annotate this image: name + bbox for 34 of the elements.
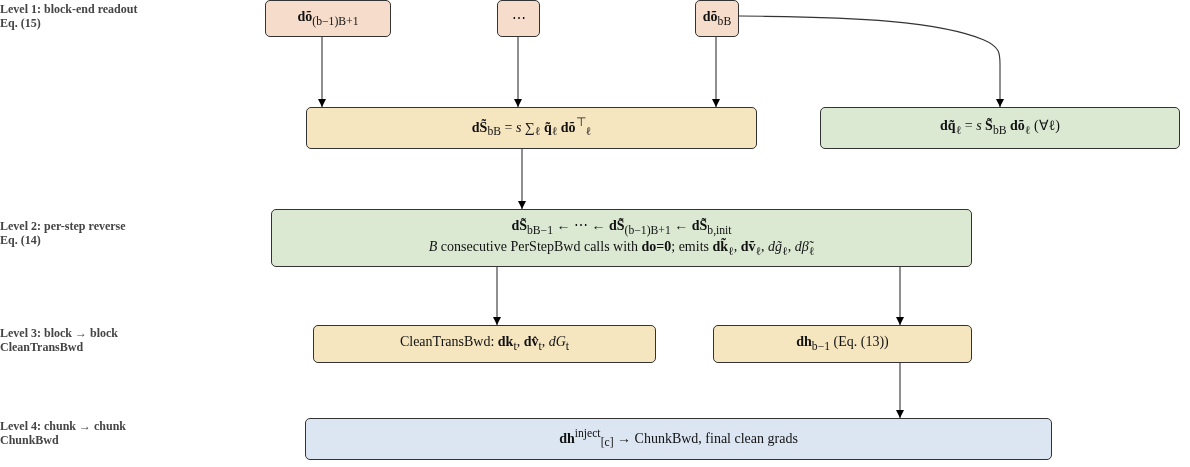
arrow — [738, 15, 1004, 108]
arrow — [318, 36, 326, 108]
box-text: CleanTransBwd: dk$_{t}$, dv̂$_{t}$, dG$_{t}$ — [399, 333, 570, 355]
process-box — [271, 209, 972, 267]
box-text: dõ$_{bB}$ — [702, 7, 732, 30]
level-label: ChunkBwd — [0, 433, 59, 448]
box-text: dh$_{b−1}$ (Eq. (13)) — [796, 333, 889, 355]
arrow — [896, 362, 904, 419]
box-text: dõ$_{(b−1)B+1}$ — [297, 7, 359, 30]
process-box — [305, 418, 1052, 460]
arrow — [896, 266, 904, 326]
box-text: ⋯ — [511, 9, 526, 28]
arrow — [712, 36, 720, 108]
level-label: CleanTransBwd — [0, 340, 84, 355]
arrow — [514, 36, 522, 108]
level-label: Level 4: chunk → chunk — [0, 419, 127, 434]
arrow — [518, 148, 526, 210]
process-box — [497, 0, 540, 37]
level-label: Eq. (15) — [0, 16, 41, 31]
level-label: Level 1: block-end readout — [0, 2, 138, 17]
process-box — [265, 0, 391, 37]
process-box — [306, 107, 757, 149]
process-box — [695, 0, 739, 37]
process-box — [313, 325, 656, 363]
arrow — [493, 266, 501, 326]
box-text: dq̃$_{ℓ}$ = s S̃$_{bB}$ dõ$_{ℓ}$ (∀ℓ) — [940, 117, 1060, 139]
process-box — [713, 325, 972, 363]
box-text: dS̃$_{bB−1}$ ← ⋯ ← dS̃$_{(b−1)B+1}$ ← dS̃$_{b,init}$ — [511, 216, 732, 238]
process-box — [820, 107, 1180, 149]
level-label: Level 3: block → block — [0, 326, 118, 341]
box-text: dh$^{inject}$$_{[c]}$ → ChunkBwd, final clean grads — [559, 427, 798, 451]
level-label: Level 2: per-step reverse — [0, 219, 126, 234]
level-label: Eq. (14) — [0, 233, 41, 248]
box-text: B consecutive PerStepBwd calls with do=0; emits dk̃$_{ℓ}$, dṽ$_{ℓ}$, dg̃$_{ℓ}$, dβ̃$_{ℓ}$ — [428, 238, 815, 260]
